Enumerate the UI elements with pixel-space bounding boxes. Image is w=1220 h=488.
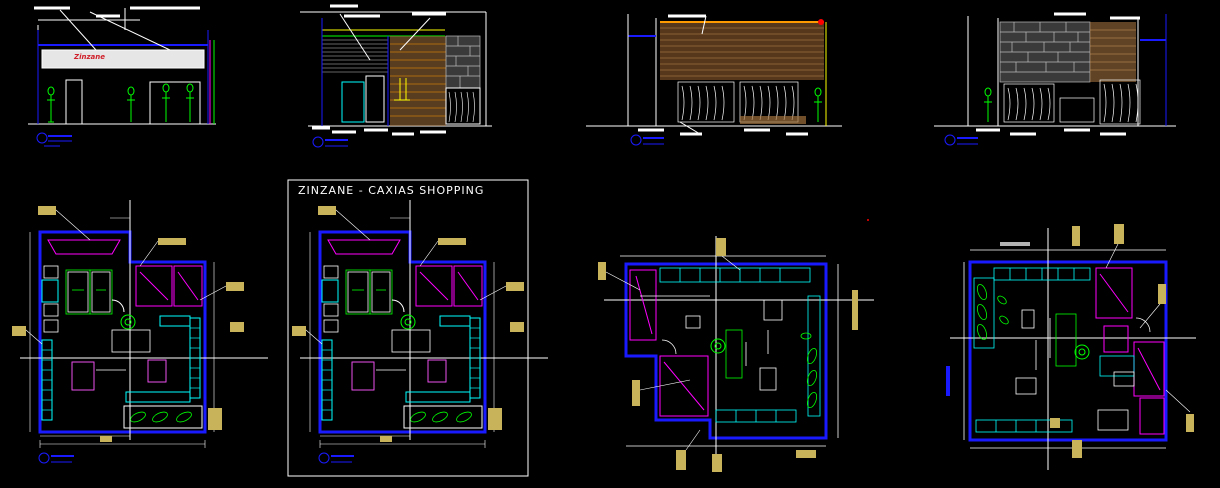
elevation-1 — [28, 6, 216, 147]
elevation-4 — [934, 12, 1176, 146]
elevation-3 — [586, 14, 842, 146]
plan-1 — [12, 200, 268, 464]
elevation-2 — [300, 4, 492, 148]
plan-2 — [287, 179, 550, 477]
drawing-title: ZINZANE - CAXIAS SHOPPING — [298, 184, 485, 197]
brand-sign-logo: Zinzane — [74, 53, 105, 61]
plan-4 — [946, 224, 1196, 470]
plan-3 — [598, 219, 874, 472]
